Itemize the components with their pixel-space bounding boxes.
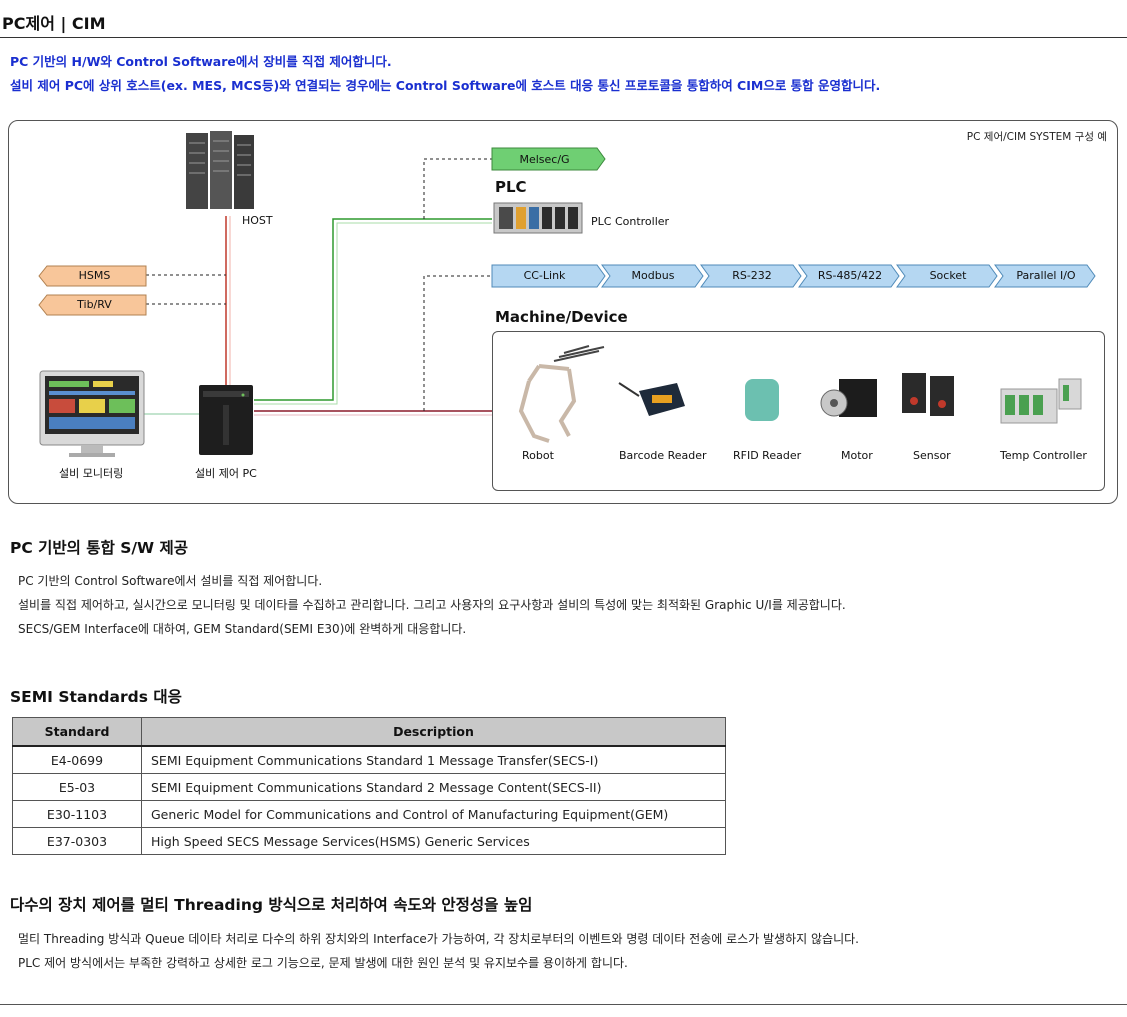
hsms-tag: HSMS: [47, 269, 142, 282]
intro-line-1: PC 기반의 H/W와 Control Software에서 장비를 직접 제어…: [10, 51, 392, 70]
monitor-icon: [40, 371, 144, 457]
section3-line-1: 멀티 Threading 방식과 Queue 데이타 처리로 다수의 하위 장치…: [18, 930, 859, 947]
standard-cell: E37-0303: [13, 828, 142, 855]
footer-divider: [0, 1004, 1127, 1005]
protocol-cc-link: CC-Link: [492, 269, 597, 282]
control-pc-label: 설비 제어 PC: [195, 465, 257, 481]
section1-line-1: PC 기반의 Control Software에서 설비를 직접 제어합니다.: [18, 572, 322, 589]
device-sensor-label: Sensor: [913, 449, 951, 462]
melsec-tag: Melsec/G: [492, 153, 597, 166]
standard-cell: E30-1103: [13, 801, 142, 828]
machine-device-heading: Machine/Device: [495, 308, 628, 326]
semi-standards-table: Standard Description E4-0699 SEMI Equipm…: [12, 717, 726, 855]
device-box: [492, 331, 1105, 491]
description-cell: Generic Model for Communications and Con…: [142, 801, 726, 828]
section1-line-3: SECS/GEM Interface에 대하여, GEM Standard(SE…: [18, 620, 466, 637]
table-row: E37-0303 High Speed SECS Message Service…: [13, 828, 726, 855]
column-header-standard: Standard: [13, 718, 142, 747]
device-rfid-label: RFID Reader: [733, 449, 801, 462]
plc-controller-label: PLC Controller: [591, 215, 669, 228]
protocol-socket: Socket: [902, 269, 994, 282]
monitor-label: 설비 모니터링: [59, 465, 123, 481]
table-row: E4-0699 SEMI Equipment Communications St…: [13, 746, 726, 774]
section3-line-2: PLC 제어 방식에서는 부족한 강력하고 상세한 로그 기능으로, 문제 발생…: [18, 954, 628, 971]
section1-heading: PC 기반의 통합 S/W 제공: [10, 536, 188, 558]
table-row: E30-1103 Generic Model for Communication…: [13, 801, 726, 828]
section3-heading: 다수의 장치 제어를 멀티 Threading 방식으로 처리하여 속도와 안정…: [10, 893, 532, 915]
description-cell: SEMI Equipment Communications Standard 1…: [142, 746, 726, 774]
host-to-pc-line: [226, 216, 230, 386]
standard-cell: E5-03: [13, 774, 142, 801]
section2-heading: SEMI Standards 대응: [10, 685, 182, 707]
description-cell: High Speed SECS Message Services(HSMS) G…: [142, 828, 726, 855]
table-row: E5-03 SEMI Equipment Communications Stan…: [13, 774, 726, 801]
description-cell: SEMI Equipment Communications Standard 2…: [142, 774, 726, 801]
table-header-row: Standard Description: [13, 718, 726, 747]
protocol-rs232: RS-232: [706, 269, 798, 282]
protocol-parallel-io: Parallel I/O: [1000, 269, 1092, 282]
protocol-rs485: RS-485/422: [804, 269, 896, 282]
pc-to-plc-line: [254, 219, 492, 404]
section1-line-2: 설비를 직접 제어하고, 실시간으로 모니터링 및 데이타를 수집하고 관리합니…: [18, 596, 846, 613]
title-divider: [0, 37, 1127, 38]
standard-cell: E4-0699: [13, 746, 142, 774]
column-header-description: Description: [142, 718, 726, 747]
tibrv-tag: Tib/RV: [47, 298, 142, 311]
pc-to-device-line: [254, 411, 492, 415]
plc-heading: PLC: [495, 178, 527, 196]
protocol-modbus: Modbus: [607, 269, 699, 282]
cim-system-diagram: PC 제어/CIM SYSTEM 구성 예: [8, 120, 1118, 504]
intro-line-2: 설비 제어 PC에 상위 호스트(ex. MES, MCS등)와 연결되는 경우…: [10, 75, 880, 94]
device-barcode-label: Barcode Reader: [619, 449, 707, 462]
page-title: PC제어 | CIM: [2, 10, 106, 34]
device-temp-controller-label: Temp Controller: [1000, 449, 1087, 462]
plc-controller-icon: [494, 203, 582, 233]
device-motor-label: Motor: [841, 449, 873, 462]
device-robot-label: Robot: [522, 449, 554, 462]
host-server-icon: [186, 131, 254, 209]
control-pc-icon: [199, 385, 253, 455]
host-label: HOST: [242, 214, 273, 227]
